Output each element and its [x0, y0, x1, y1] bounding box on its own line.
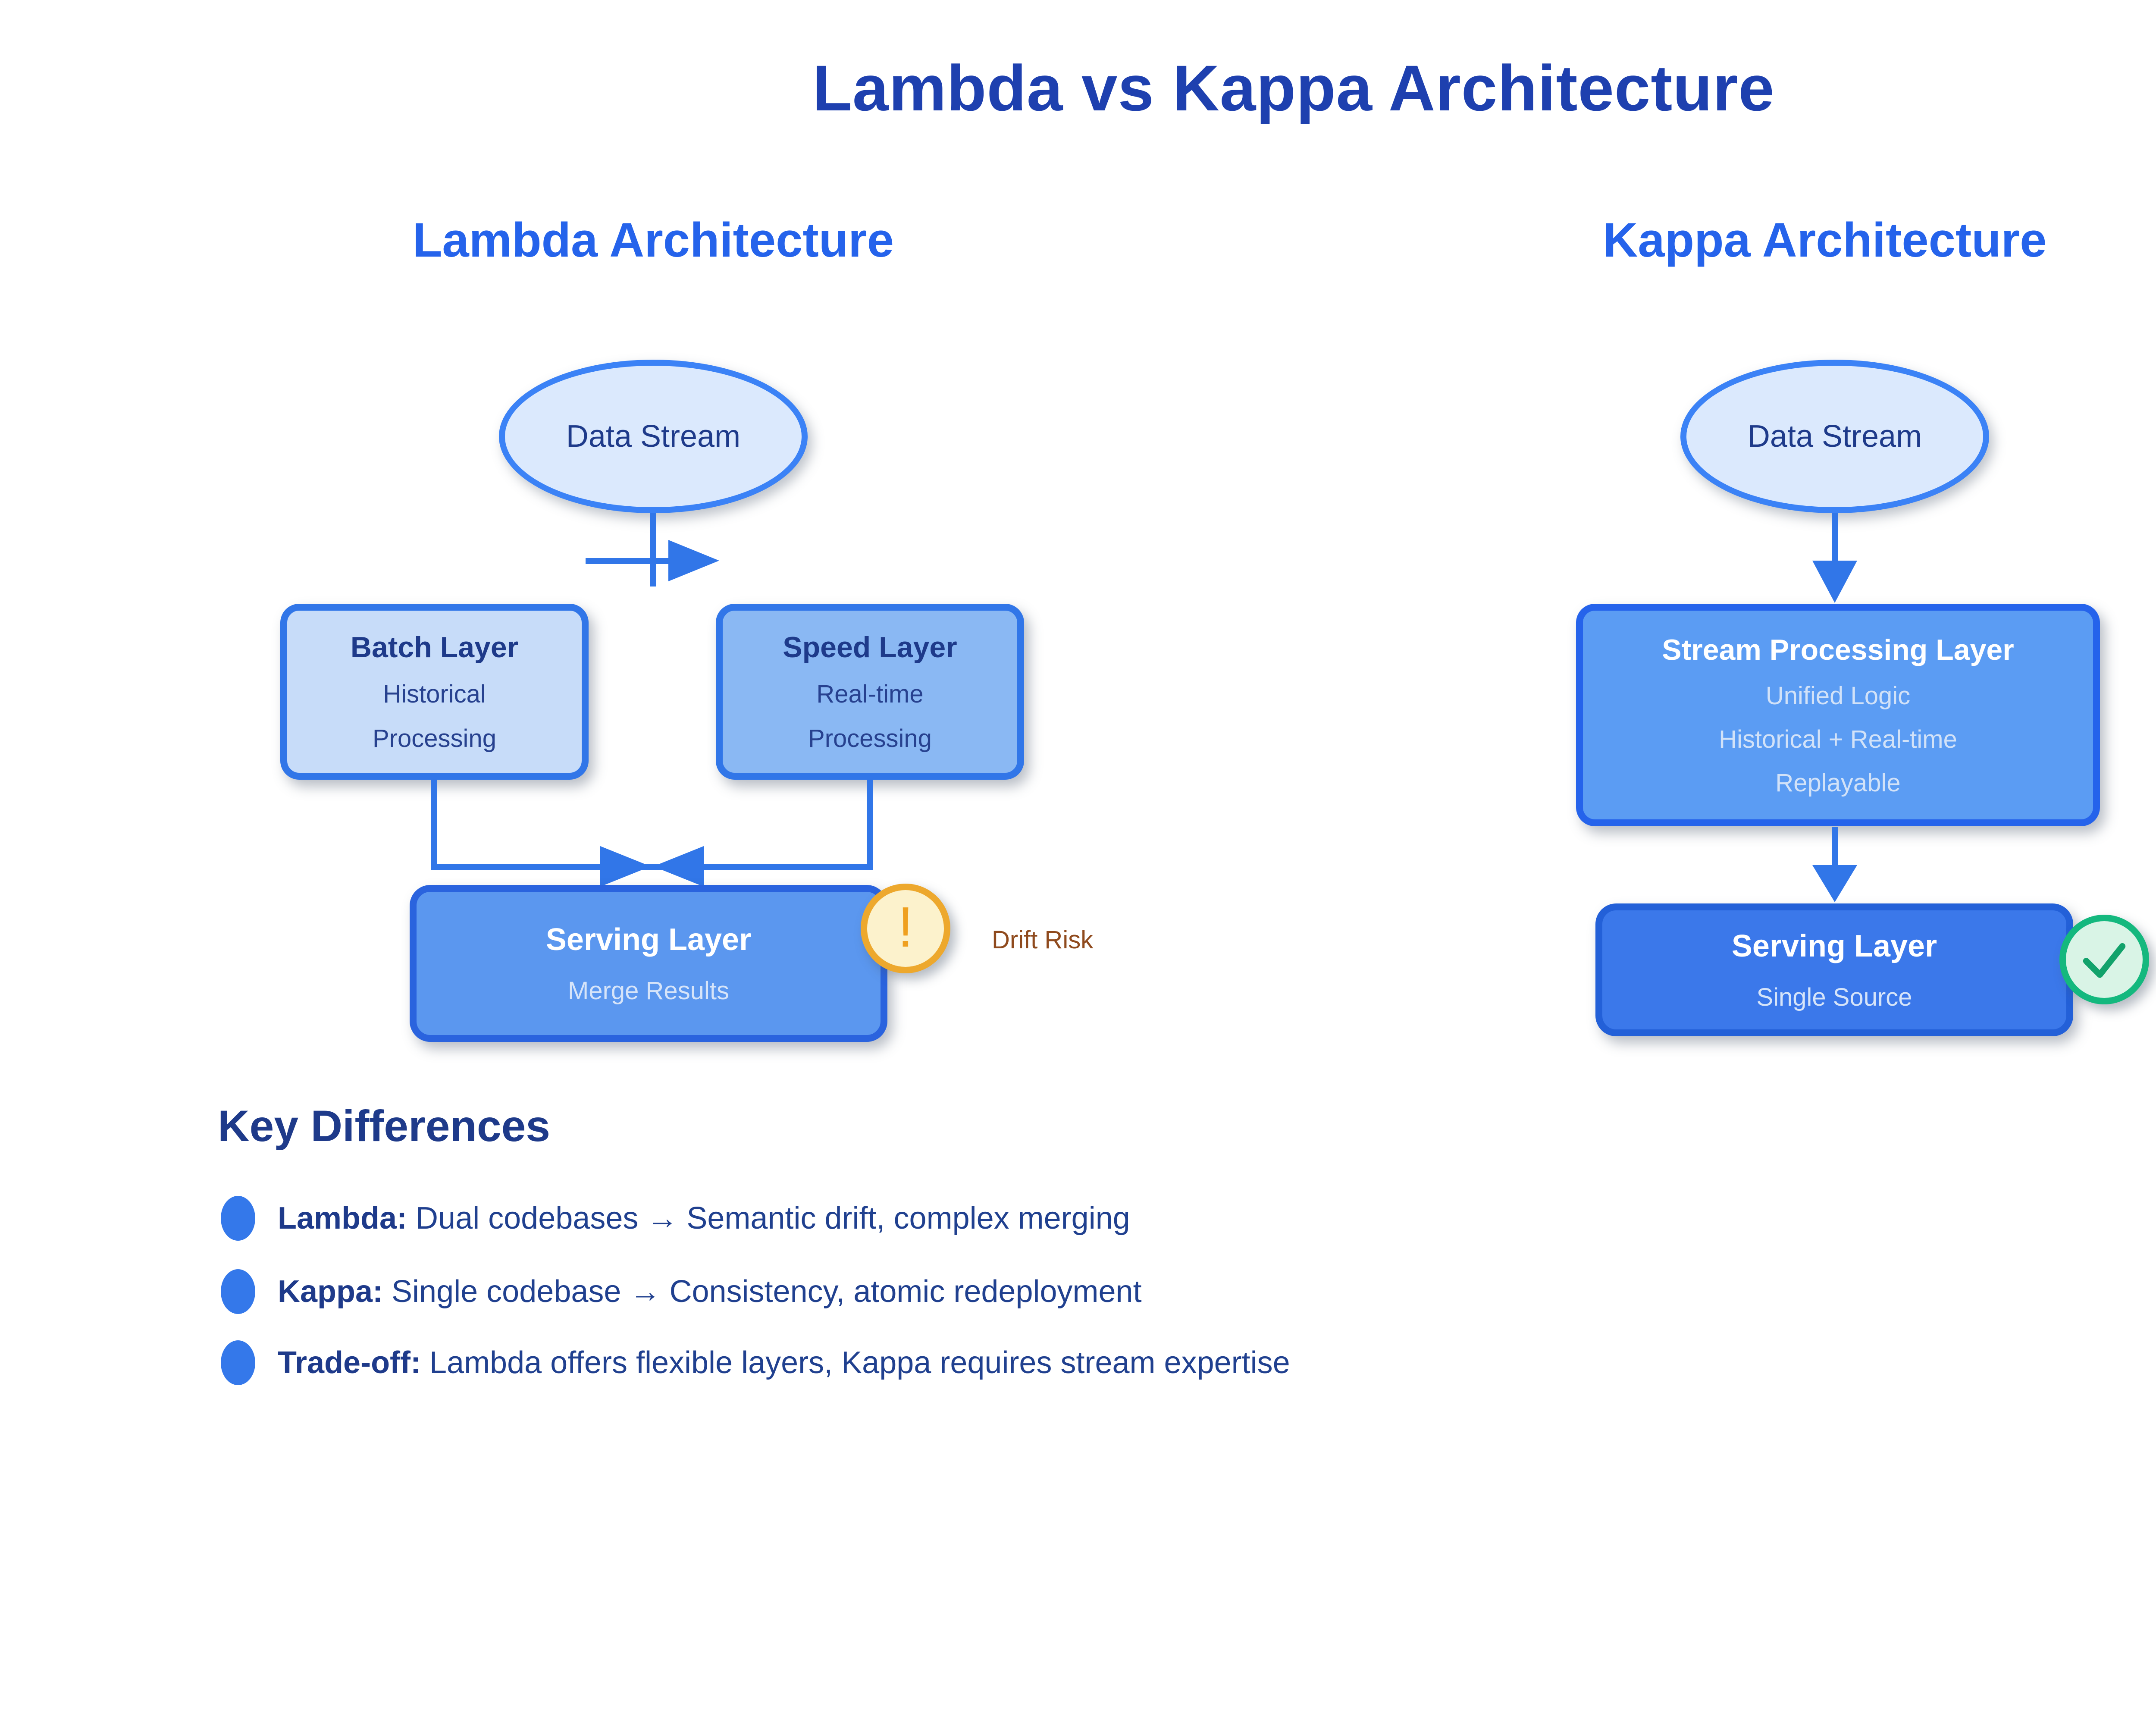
batch-merge-line — [431, 779, 437, 870]
kappa-serving-layer-box: Serving Layer Single Source — [1595, 903, 2073, 1036]
drift-risk-label: Drift Risk — [992, 926, 1094, 954]
lambda-split-line — [586, 558, 677, 564]
merge-arrow-left-icon — [600, 846, 651, 887]
check-glyph — [2083, 943, 2126, 978]
lambda-data-stream-node: Data Stream — [499, 360, 808, 513]
speed-layer-line: Real-time — [816, 680, 924, 708]
bullet-icon — [221, 1340, 255, 1385]
speed-layer-box: Speed Layer Real-time Processing — [716, 604, 1024, 780]
bullet-prefix: Lambda: — [278, 1201, 407, 1236]
page-title: Lambda vs Kappa Architecture — [812, 52, 1775, 124]
stream-layer-line: Unified Logic — [1765, 681, 1911, 710]
bullet-icon — [221, 1196, 255, 1241]
kappa-serving-line — [1832, 827, 1838, 868]
speed-layer-title: Speed Layer — [783, 631, 957, 664]
lambda-serving-layer-box: Serving Layer Merge Results — [410, 885, 887, 1042]
exclamation-glyph: ! — [897, 895, 914, 959]
stream-layer-title: Stream Processing Layer — [1662, 633, 2014, 666]
batch-layer-line: Processing — [373, 724, 496, 753]
kappa-section-heading: Kappa Architecture — [1603, 213, 2047, 267]
stream-processing-layer-box: Stream Processing Layer Unified Logic Hi… — [1576, 604, 2100, 826]
lambda-data-stream-label: Data Stream — [566, 419, 741, 454]
arrow-down-icon — [1812, 865, 1857, 902]
batch-layer-title: Batch Layer — [350, 631, 519, 664]
bullet-body: Dual codebases → Semantic drift, complex… — [407, 1201, 1130, 1236]
lambda-section-heading: Lambda Architecture — [412, 213, 894, 267]
kappa-data-stream-label: Data Stream — [1747, 419, 1922, 454]
lambda-serving-title: Serving Layer — [545, 922, 752, 957]
warning-icon: ! — [861, 884, 950, 973]
kappa-serving-title: Serving Layer — [1731, 928, 1937, 963]
lambda-source-line — [650, 513, 656, 586]
speed-merge-line — [867, 779, 873, 870]
key-difference-item: Kappa: Single codebase → Consistency, at… — [221, 1266, 1142, 1317]
bullet-body: Lambda offers flexible layers, Kappa req… — [420, 1346, 1290, 1380]
bullet-icon — [221, 1269, 255, 1314]
speed-layer-line: Processing — [808, 724, 932, 753]
key-differences-heading: Key Differences — [218, 1101, 551, 1151]
arrow-right-icon — [668, 540, 719, 581]
bullet-prefix: Kappa: — [278, 1274, 383, 1309]
batch-layer-line: Historical — [383, 680, 486, 708]
lambda-serving-subtitle: Merge Results — [568, 976, 729, 1005]
bullet-body: Single codebase → Consistency, atomic re… — [383, 1274, 1142, 1309]
stream-layer-line: Historical + Real-time — [1719, 725, 1957, 753]
merge-arrow-right-icon — [653, 846, 704, 887]
key-difference-item: Trade-off: Lambda offers flexible layers… — [221, 1337, 1290, 1389]
kappa-data-stream-node: Data Stream — [1680, 360, 1989, 513]
key-difference-item: Lambda: Dual codebases → Semantic drift,… — [221, 1192, 1130, 1244]
kappa-source-line — [1832, 513, 1838, 564]
merge-horizontal-line — [431, 864, 873, 870]
kappa-serving-subtitle: Single Source — [1756, 983, 1912, 1011]
arrow-down-icon — [1812, 561, 1857, 603]
stream-layer-line: Replayable — [1775, 768, 1901, 797]
checkmark-icon — [2059, 915, 2149, 1004]
batch-layer-box: Batch Layer Historical Processing — [280, 604, 589, 780]
bullet-prefix: Trade-off: — [278, 1346, 421, 1380]
